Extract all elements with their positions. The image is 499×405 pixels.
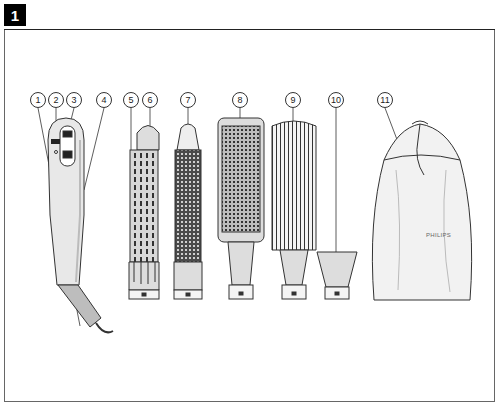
brand-text: PHILIPS bbox=[426, 232, 451, 238]
straightening-comb bbox=[272, 121, 316, 299]
callout-number: 7 bbox=[180, 92, 196, 108]
volume-brush-part bbox=[129, 262, 159, 290]
leader-lines-part bbox=[336, 108, 337, 254]
leader-lines-part bbox=[188, 108, 189, 124]
styler-handle bbox=[48, 118, 113, 332]
concentrator-part bbox=[317, 252, 357, 287]
hot-brush bbox=[174, 124, 202, 299]
concentrator-part bbox=[325, 287, 349, 299]
leader-lines bbox=[38, 108, 420, 326]
styler-handle-part bbox=[63, 151, 72, 158]
styler-handle-part bbox=[60, 126, 75, 166]
straightening-comb-part bbox=[282, 285, 306, 299]
volume-brush-part bbox=[137, 126, 159, 151]
callout-number: 4 bbox=[96, 92, 112, 108]
hot-brush-part bbox=[177, 124, 199, 150]
storage-pouch-part bbox=[417, 124, 424, 175]
straightening-comb-part bbox=[272, 121, 316, 250]
callout-number: 5 bbox=[123, 92, 139, 108]
paddle-brush-part bbox=[239, 292, 243, 295]
callout-number: 1 bbox=[30, 92, 46, 108]
styler-handle-part bbox=[96, 323, 113, 332]
leader-lines-part bbox=[84, 108, 104, 190]
volume-brush-part bbox=[142, 293, 146, 296]
frame bbox=[4, 30, 495, 402]
straightening-comb-part bbox=[292, 292, 296, 295]
hot-brush-part bbox=[174, 262, 202, 290]
volume-brush-part bbox=[130, 150, 158, 262]
storage-pouch-part bbox=[372, 124, 471, 300]
storage-pouch bbox=[372, 121, 471, 300]
styler-handle-part bbox=[51, 139, 60, 144]
callout-number: 2 bbox=[48, 92, 64, 108]
volume-brush-part bbox=[134, 262, 155, 284]
callout-number: 8 bbox=[232, 92, 248, 108]
styler-handle-part bbox=[55, 151, 58, 154]
paddle-brush-part bbox=[229, 285, 253, 299]
volume-brush bbox=[129, 126, 159, 300]
callout-number: 11 bbox=[377, 92, 393, 108]
paddle-brush-part bbox=[222, 126, 260, 232]
storage-pouch-part bbox=[396, 170, 450, 292]
frame-part bbox=[4, 29, 495, 30]
hot-brush-part bbox=[186, 293, 190, 296]
concentrator-part bbox=[335, 292, 339, 295]
hot-brush-part bbox=[175, 150, 201, 262]
frame-part bbox=[5, 30, 495, 402]
callout-number: 3 bbox=[66, 92, 82, 108]
volume-brush-part bbox=[129, 290, 159, 299]
styler-handle-part bbox=[76, 140, 80, 282]
concentrator bbox=[317, 252, 357, 299]
leader-lines-part bbox=[150, 108, 151, 128]
hot-brush-part bbox=[174, 290, 202, 299]
paddle-brush-part bbox=[218, 118, 264, 242]
storage-pouch-part bbox=[384, 155, 460, 160]
paddle-brush-part bbox=[228, 242, 254, 285]
figure-number-box: 1 bbox=[4, 4, 26, 26]
paddle-brush bbox=[218, 118, 264, 299]
styler-handle-part bbox=[63, 131, 72, 137]
styler-handle-part bbox=[58, 285, 101, 327]
storage-pouch-part bbox=[412, 121, 428, 124]
straightening-comb-part bbox=[280, 250, 308, 285]
callout-number: 6 bbox=[142, 92, 158, 108]
styler-handle-part bbox=[48, 118, 84, 285]
leader-lines-part bbox=[293, 108, 294, 121]
figure-number: 1 bbox=[11, 8, 19, 23]
callout-number: 9 bbox=[285, 92, 301, 108]
leader-lines-part bbox=[240, 108, 241, 119]
callout-number: 10 bbox=[328, 92, 344, 108]
